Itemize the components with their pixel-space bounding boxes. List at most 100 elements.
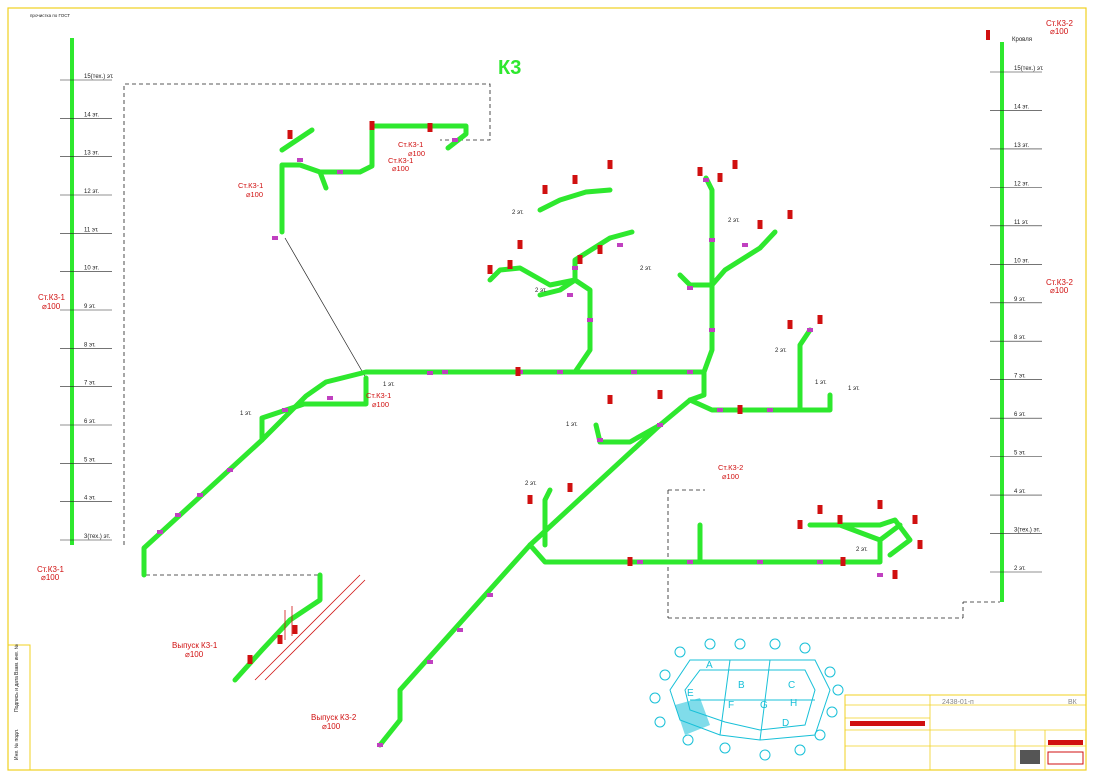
pipe-branch-upper-right	[703, 175, 715, 288]
valve-symbol	[597, 245, 603, 254]
sheet-border	[7, 7, 1087, 771]
valve-symbol	[427, 123, 433, 132]
label-stk1-top-dia: ⌀100	[392, 164, 409, 173]
valve-symbol	[542, 185, 548, 194]
floor-label: 11 эт.	[1014, 220, 1029, 226]
floor-label: 5 эт.	[84, 457, 96, 463]
pipe-fitting	[587, 318, 593, 322]
pipe-fitting	[297, 158, 303, 162]
floor-label: 15(тех.) эт.	[1014, 66, 1044, 72]
boundary-dashed-left	[123, 83, 491, 545]
axis-bubble	[832, 684, 844, 696]
binding-text-3: Взам. инв. №	[14, 644, 20, 675]
pipe-upper-left-stub	[279, 127, 315, 153]
pipe-fitting	[687, 370, 693, 374]
valve-symbol	[817, 505, 823, 514]
key-plan-b: B	[738, 680, 745, 691]
pipe-fitting	[272, 236, 278, 240]
label-floor-2-e: 2 эт.	[525, 481, 537, 487]
floor-label: 8 эт.	[1014, 335, 1026, 341]
pipe-fitting	[709, 328, 715, 332]
floor-label: 7 эт.	[1014, 374, 1026, 380]
valve-symbol	[732, 160, 738, 169]
riser-right-floor-marks: 15(тех.) эт.14 эт.13 эт.12 эт.11 эт.10 э…	[990, 66, 1044, 573]
valve-symbol	[837, 515, 843, 524]
valve-symbol	[607, 160, 613, 169]
label-stk1-top2-dia: ⌀100	[408, 149, 425, 158]
axis-bubble	[824, 666, 836, 678]
title-block: 2438-01-п ВК	[844, 694, 1087, 771]
pipe-upper-left-horizontal	[279, 123, 469, 235]
key-plan-h: H	[790, 698, 797, 709]
label-stk2-lower-dia: ⌀100	[722, 472, 739, 481]
binding-strip	[7, 644, 31, 771]
valve-symbol	[277, 635, 283, 644]
valve-symbol	[717, 173, 723, 182]
floor-label: 10 эт.	[84, 266, 99, 272]
axis-bubble	[794, 744, 806, 756]
floor-label: 9 эт.	[84, 304, 96, 310]
pipe-fitting	[427, 371, 433, 375]
floor-label: 13 эт.	[84, 151, 99, 157]
axis-bubble	[654, 716, 666, 728]
floor-label: 5 эт.	[1014, 451, 1026, 457]
pipe-fitting	[442, 370, 448, 374]
label-floor-1-c: 1 эт.	[566, 422, 578, 428]
axis-bubble	[799, 642, 811, 654]
pipe-branch-up-right	[701, 229, 778, 375]
pipe-fitting	[457, 628, 463, 632]
floor-label: 15(тех.) эт.	[84, 74, 114, 80]
riser-left-mid-label: Ст.К3-1	[38, 293, 66, 302]
label-floor-2-f: 2 эт.	[856, 547, 868, 553]
pipe-fitting	[757, 560, 763, 564]
floor-label: 12 эт.	[1014, 181, 1029, 187]
riser-left-top-note: прочистка по ГОСТ	[30, 13, 70, 18]
axis-bubble	[769, 638, 781, 650]
label-stk1-upper-dia: ⌀100	[246, 190, 263, 199]
floor-label: 10 эт.	[1014, 258, 1029, 264]
riser-left-bottom-label: Ст.К3-1	[37, 565, 65, 574]
floor-label: 12 эт.	[84, 189, 99, 195]
label-stk1-top: Ст.К3-1	[388, 156, 413, 165]
valve-symbol	[917, 540, 923, 549]
valve-symbol	[892, 570, 898, 579]
key-plan-d: D	[782, 718, 789, 729]
riser-right-mid-dia: ⌀100	[1050, 286, 1069, 295]
pipe-fitting	[597, 438, 603, 442]
floor-label: 14 эт.	[1014, 104, 1029, 110]
floor-label: 11 эт.	[84, 227, 99, 233]
key-plan-g: G	[760, 700, 768, 711]
floor-label: 4 эт.	[84, 496, 96, 502]
label-stk2-lower: Ст.К3-2	[718, 463, 743, 472]
label-vypusk-1: Выпуск К3-1	[172, 641, 218, 650]
label-floor-2-c: 2 эт.	[640, 266, 652, 272]
key-plan-a: A	[706, 660, 713, 671]
valve-symbol	[487, 265, 493, 274]
riser-left-floor-marks: 15(тех.) эт.14 эт.13 эт.12 эт.11 эт.10 э…	[60, 74, 114, 541]
valves	[247, 121, 923, 664]
label-floor-1-e: 1 эт.	[848, 386, 860, 392]
pipe-lower-left-vypusk	[232, 572, 323, 683]
valve-symbol	[515, 367, 521, 376]
valve-symbol	[607, 395, 613, 404]
floor-label: 6 эт.	[1014, 412, 1026, 418]
pipe-fitting	[282, 408, 288, 412]
pipe-fitting	[377, 743, 383, 747]
axis-bubble	[704, 638, 716, 650]
floor-label: 7 эт.	[84, 381, 96, 387]
floor-label: 3(тех.) эт.	[84, 534, 111, 540]
pipe-fitting	[631, 370, 637, 374]
pipe-fitting	[687, 560, 693, 564]
pipe-fitting	[567, 293, 573, 297]
label-floor-2-g: 2 эт.	[775, 348, 787, 354]
valve-symbol	[840, 557, 846, 566]
floor-label: 6 эт.	[84, 419, 96, 425]
valve-symbol	[247, 655, 253, 664]
label-stk1-upper: Ст.К3-1	[238, 181, 263, 190]
valve-symbol	[287, 130, 293, 139]
axis-bubble	[826, 706, 838, 718]
binding-text-2: Подпись и дата	[14, 676, 20, 712]
key-plan-f: F	[728, 700, 734, 711]
valve-symbol	[817, 315, 823, 324]
